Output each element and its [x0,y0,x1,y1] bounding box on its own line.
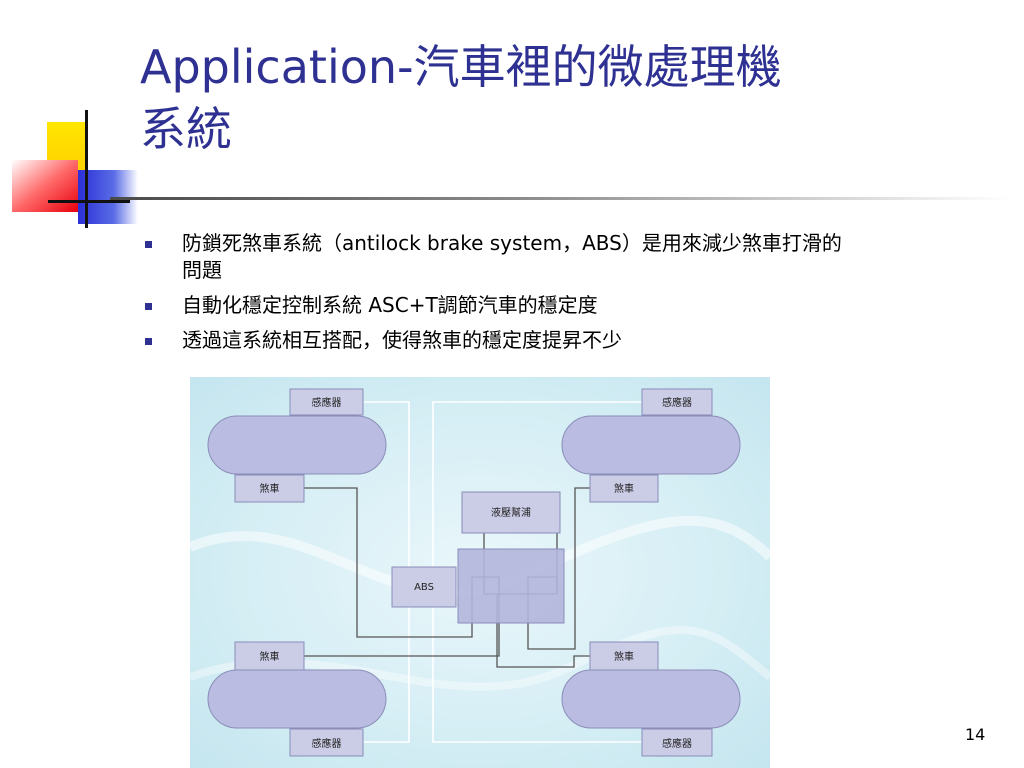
abs-diagram: 感應器 感應器 煞車 煞車 液壓幫浦 ABS 煞車 煞車 [190,377,770,768]
brake-label: 煞車 [260,650,280,663]
brake-box-bottom-left: 煞車 [234,641,305,671]
hydraulic-pump-label: 液壓幫浦 [491,506,531,519]
wheel-rear-right [561,669,741,729]
sensor-box-top-right: 感應器 [641,388,713,416]
wheel-rear-left [207,669,387,729]
deco-horizontal-bar [48,200,130,203]
sensor-box-bottom-right: 感應器 [641,728,713,757]
sensor-wires [363,401,642,743]
page-number: 14 [965,725,986,744]
deco-vertical-bar [85,110,88,228]
sensor-label: 感應器 [312,396,342,409]
sensor-label: 感應器 [662,737,692,750]
bullet-item: 自動化穩定控制系統 ASC+T調節汽車的穩定度 [142,292,992,319]
slide-title: Application-汽車裡的微處理機 系統 [140,36,1000,160]
abs-control-unit [457,548,565,624]
brake-box-top-right: 煞車 [589,474,659,503]
hydraulic-pump-box: 液壓幫浦 [461,491,561,534]
wheel-front-right [561,415,741,475]
brake-label: 煞車 [260,482,280,495]
abs-box: ABS [391,566,457,608]
bullet-marker [145,303,152,310]
sensor-label: 感應器 [312,737,342,750]
bullet-item: 透過這系統相互搭配，使得煞車的穩定度提昇不少 [142,327,992,354]
title-line-2: 系統 [140,102,232,156]
brake-box-top-left: 煞車 [234,474,305,503]
bullet-text: 防鎖死煞車系統（antilock brake system，ABS）是用來減少煞… [182,231,842,255]
bullet-item: 防鎖死煞車系統（antilock brake system，ABS）是用來減少煞… [142,230,992,284]
sensor-label: 感應器 [662,396,692,409]
brake-label: 煞車 [614,650,634,663]
bullet-text-continued: 問題 [182,258,222,282]
bullet-text: 透過這系統相互搭配，使得煞車的穩定度提昇不少 [182,328,622,352]
abs-label: ABS [414,582,434,593]
brake-box-bottom-right: 煞車 [589,641,659,671]
title-underline [110,197,1010,200]
abs-diagram-svg: 感應器 感應器 煞車 煞車 液壓幫浦 ABS 煞車 煞車 [190,377,770,768]
wheel-front-left [207,415,387,475]
sensor-box-bottom-left: 感應器 [289,728,364,757]
deco-red-square [12,160,78,212]
bullet-text: 自動化穩定控制系統 ASC+T調節汽車的穩定度 [182,293,598,317]
bullet-marker [145,241,152,248]
bullet-marker [145,338,152,345]
brake-label: 煞車 [614,482,634,495]
bullet-list: 防鎖死煞車系統（antilock brake system，ABS）是用來減少煞… [142,230,992,362]
title-line-1: Application-汽車裡的微處理機 [140,40,782,94]
sensor-box-top-left: 感應器 [289,388,364,416]
